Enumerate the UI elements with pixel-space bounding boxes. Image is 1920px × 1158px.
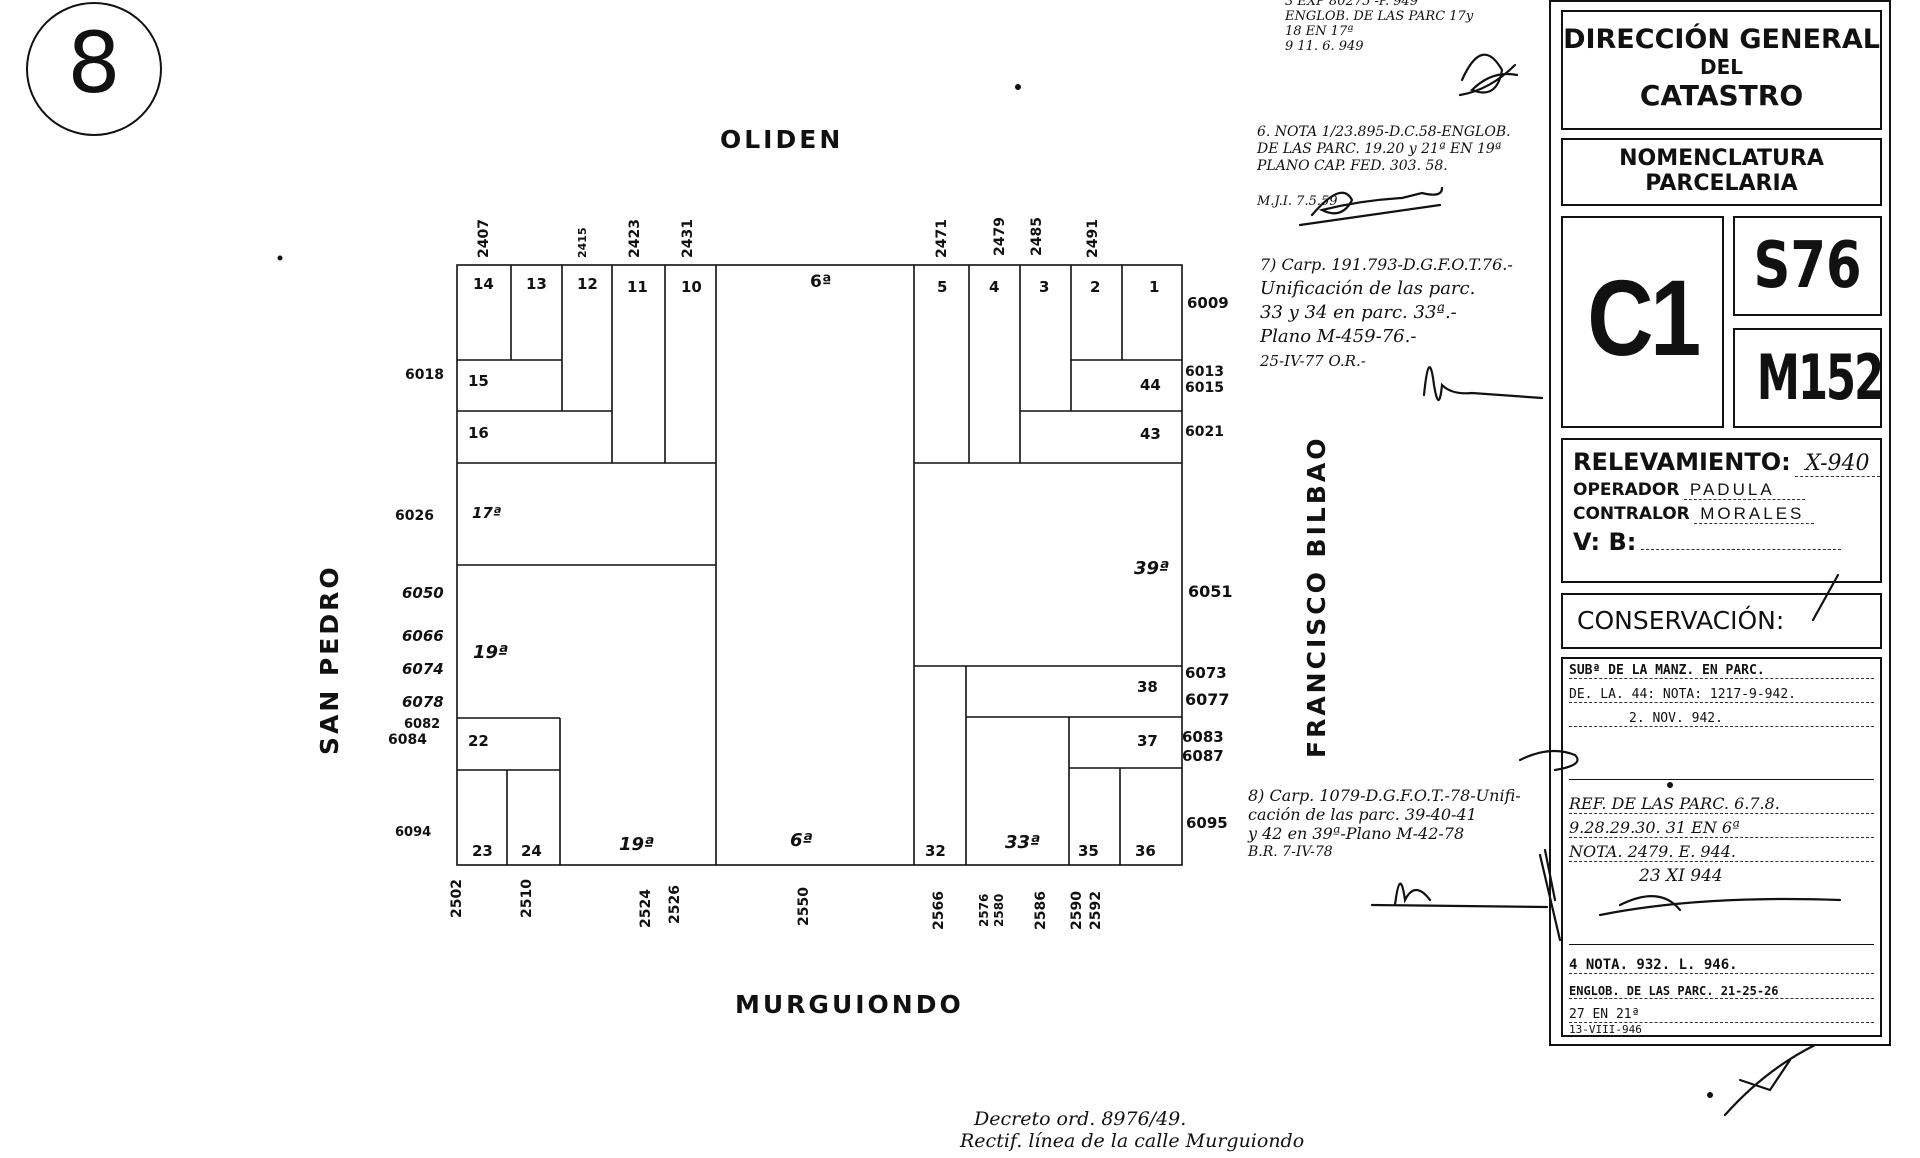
right-number: 6015: [1185, 380, 1224, 396]
parcel-44: 44: [1140, 376, 1161, 394]
right-number: 6095: [1186, 814, 1228, 832]
conservation-entry-3: 4 NOTA. 932. L. 946. ENGLOB. DE LAS PARC…: [1569, 945, 1874, 1036]
parcel-32: 32: [925, 842, 946, 860]
parcel-1: 1: [1149, 278, 1160, 296]
left-number: 6078: [402, 693, 444, 711]
parcel-39a: 39ª: [1134, 558, 1170, 579]
right-number: 6083: [1182, 728, 1224, 746]
decree-note: Decreto ord. 8976/49. Rectif. línea de l…: [960, 1108, 1305, 1152]
parcel-23: 23: [472, 842, 493, 860]
section-value: S76: [1753, 229, 1862, 303]
note-7: 7) Carp. 191.793-D.G.F.O.T.76.- Unificac…: [1260, 255, 1513, 370]
left-number: 6026: [395, 508, 434, 524]
right-number: 6073: [1185, 664, 1227, 682]
conservation-entry-2: REF. DE LAS PARC. 6.7.8. 9.28.29.30. 31 …: [1569, 780, 1874, 945]
parcel-5: 5: [937, 278, 948, 296]
left-number: 6082: [404, 717, 441, 732]
stamp-survey-box: RELEVAMIENTO: X-940 OPERADOR PADULA CONT…: [1561, 438, 1882, 583]
parcel-33a: 33ª: [1005, 832, 1041, 853]
parcel-17a: 17ª: [472, 504, 502, 522]
parcel-22: 22: [468, 732, 489, 750]
stamp-circ-box: C1: [1561, 216, 1724, 428]
right-number: 6013: [1185, 364, 1224, 380]
conservation-entry-1: SUBª DE LA MANZ. EN PARC. DE. LA. 44: NO…: [1569, 663, 1874, 780]
parcel-11: 11: [627, 278, 648, 296]
note-6: 6. NOTA 1/23.895-D.C.58-ENGLOB. DE LAS P…: [1257, 124, 1511, 209]
parcel-4: 4: [989, 278, 1000, 296]
parcel-43: 43: [1140, 425, 1161, 443]
street-north: OLIDEN: [720, 125, 844, 154]
sheet-number-circle: [26, 2, 162, 136]
parcel-14: 14: [473, 275, 494, 293]
stamp-section-box: S76: [1733, 216, 1882, 316]
stamp-records-box: SUBª DE LA MANZ. EN PARC. DE. LA. 44: NO…: [1561, 657, 1882, 1037]
parcel-24: 24: [521, 842, 542, 860]
left-number: 6050: [402, 584, 444, 602]
parcel-16: 16: [468, 424, 489, 442]
sheet-number: 8: [67, 14, 121, 112]
stamp-nomenclature: NOMENCLATURA PARCELARIA: [1561, 138, 1882, 206]
note-8: 8) Carp. 1079-D.G.F.O.T.-78-Unifi- cació…: [1248, 786, 1521, 860]
right-number: 6077: [1185, 690, 1230, 709]
stamp-agency: DIRECCIÓN GENERAL DEL CATASTRO: [1561, 10, 1882, 130]
parcel-13: 13: [526, 275, 547, 293]
left-number: 6094: [395, 825, 432, 840]
parcel-35: 35: [1078, 842, 1099, 860]
parcel-6a-top: 6ª: [810, 272, 832, 292]
parcel-38: 38: [1137, 678, 1158, 696]
left-number: 6066: [402, 627, 444, 645]
parcel-36: 36: [1135, 842, 1156, 860]
parcel-19a-mid: 19ª: [473, 642, 509, 663]
right-number: 6087: [1182, 747, 1224, 765]
left-number: 6084: [388, 732, 427, 748]
block-value: M152: [1756, 341, 1884, 414]
note-3: 3 EXP 80275 -P. 949 ENGLOB. DE LAS PARC …: [1285, 0, 1474, 54]
right-number: 6009: [1187, 294, 1229, 312]
circ-value: C1: [1587, 257, 1701, 378]
right-number: 6021: [1185, 424, 1224, 440]
right-number: 6051: [1188, 582, 1233, 601]
parcel-37: 37: [1137, 732, 1158, 750]
parcel-15: 15: [468, 372, 489, 390]
stamp-conservation-box: CONSERVACIÓN:: [1561, 593, 1882, 649]
parcel-10: 10: [681, 278, 702, 296]
parcel-3: 3: [1039, 278, 1050, 296]
left-number: 6018: [405, 367, 444, 383]
street-south: MURGUIONDO: [735, 990, 964, 1019]
stamp-block-box: M152: [1733, 328, 1884, 428]
parcel-12: 12: [577, 275, 598, 293]
parcel-2: 2: [1090, 278, 1101, 296]
parcel-6a-bot: 6ª: [790, 830, 813, 851]
left-number: 6074: [402, 660, 444, 678]
parcel-19a-bot: 19ª: [619, 834, 655, 855]
stamp-frame: [1549, 0, 1891, 1046]
